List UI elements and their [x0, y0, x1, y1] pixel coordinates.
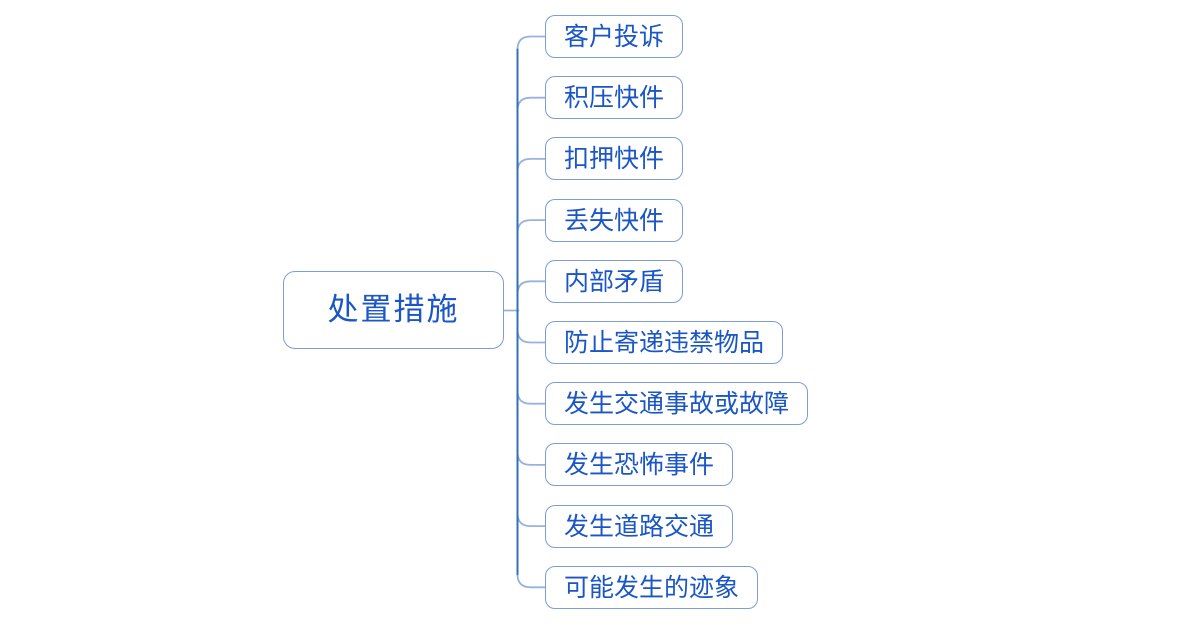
- branch-topic-label: 防止寄递违禁物品: [563, 328, 764, 357]
- branch-topic-node[interactable]: 积压快件: [545, 76, 683, 120]
- branch-topic-label: 可能发生的迹象: [563, 572, 739, 602]
- root-topic-label: 处置措施: [327, 291, 460, 328]
- branch-topic-node[interactable]: 内部矛盾: [545, 259, 683, 303]
- root-topic-node[interactable]: 处置措施: [283, 271, 504, 349]
- branch-topic-node[interactable]: 扣押快件: [545, 137, 683, 181]
- branch-topic-node[interactable]: 可能发生的迹象: [545, 565, 758, 609]
- branch-topic-node[interactable]: 发生交通事故或故障: [545, 382, 808, 426]
- branch-topic-node[interactable]: 丢失快件: [545, 198, 683, 242]
- branch-topic-label: 发生交通事故或故障: [563, 389, 789, 419]
- branch-topic-label: 积压快件: [563, 83, 664, 113]
- branch-topic-node[interactable]: 发生道路交通: [545, 504, 733, 548]
- branch-topic-node[interactable]: 客户投诉: [545, 15, 683, 58]
- branch-topic-label: 内部矛盾: [563, 266, 664, 296]
- branch-topic-node[interactable]: 发生恐怖事件: [545, 443, 733, 487]
- branch-topic-label: 发生恐怖事件: [563, 450, 714, 480]
- branch-topic-label: 丢失快件: [563, 205, 664, 235]
- branch-topic-label: 客户投诉: [563, 22, 664, 51]
- branch-topic-label: 扣押快件: [563, 144, 664, 174]
- branch-topic-label: 发生道路交通: [563, 511, 714, 541]
- branch-topic-node[interactable]: 防止寄递违禁物品: [545, 321, 783, 364]
